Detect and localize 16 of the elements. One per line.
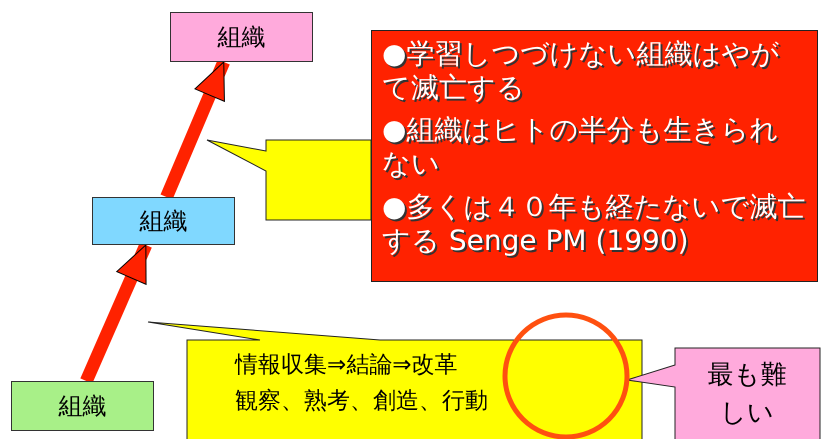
speech-callout [206,140,372,220]
box-label: 組織 [218,22,266,52]
organization-box [11,381,154,431]
note-panel [371,30,818,282]
box-label: 組織 [140,206,188,236]
bullet-text: ●多くは４０年も経たないで滅亡する Senge PM (1990) [382,190,806,258]
speech-callout [148,322,642,439]
callout-text: 情報収集⇒結論⇒改革 [235,351,458,380]
speech-callout [626,348,820,439]
callout-text: 最も難しい [707,359,787,430]
callout-text: 観察、熟考、創造、行動 [235,387,488,416]
bullet-text: ●組織はヒトの半分も生きられない [382,113,780,182]
organization-box [92,197,235,245]
organization-box [170,12,313,62]
bullet-text: ●学習しつづけない組織はやがて滅亡する [382,37,780,106]
box-label: 組織 [58,392,106,420]
